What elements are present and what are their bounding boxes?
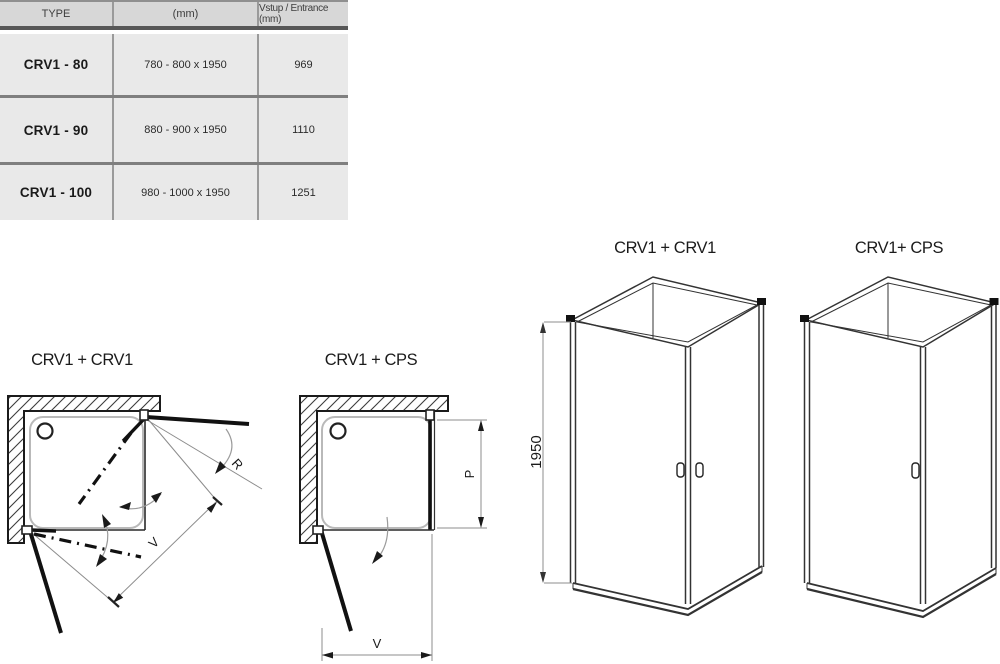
dimension-tick bbox=[107, 596, 120, 608]
row-entrance: 1110 bbox=[292, 124, 315, 136]
door-handle bbox=[695, 462, 704, 478]
arrowhead bbox=[421, 652, 432, 659]
iso2-title: CRV1+ CPS bbox=[855, 239, 944, 257]
v-label: V bbox=[145, 534, 162, 551]
door-mid-position bbox=[33, 532, 142, 559]
p-label: P bbox=[462, 470, 477, 479]
v-label: V bbox=[373, 636, 382, 651]
arrowhead bbox=[215, 461, 226, 474]
profile-cap bbox=[757, 298, 766, 305]
arrowhead bbox=[322, 652, 333, 659]
table-row: CRV1 - 100 980 - 1000 x 1950 1251 bbox=[0, 162, 348, 220]
profile-cap bbox=[566, 315, 575, 322]
arrowhead bbox=[119, 502, 131, 510]
header-entrance: Vstup / Entrance (mm) bbox=[259, 3, 329, 25]
row-dimensions: 780 - 800 x 1950 bbox=[114, 34, 259, 95]
top-rim-inner bbox=[575, 282, 759, 343]
radial-line bbox=[146, 417, 218, 502]
door-open-position bbox=[28, 530, 63, 634]
top-rim-inner bbox=[809, 282, 993, 343]
size-table: TYPE (mm) Vstup / Entrance (mm) CRV1 - 8… bbox=[0, 0, 348, 220]
shower-tray bbox=[29, 416, 144, 529]
dimension-tick bbox=[212, 496, 223, 506]
v-dimension-line bbox=[112, 500, 218, 603]
top-rim-outer bbox=[803, 276, 998, 348]
hinge bbox=[425, 409, 435, 421]
row-entrance: 969 bbox=[294, 58, 313, 71]
table-row: CRV1 - 80 780 - 800 x 1950 969 bbox=[0, 34, 348, 95]
arrowhead bbox=[540, 572, 546, 583]
tray-edge bbox=[806, 567, 997, 612]
door-mid-position bbox=[77, 432, 133, 505]
table-row: CRV1 - 90 880 - 900 x 1950 1110 bbox=[0, 95, 348, 162]
arrowhead bbox=[151, 492, 162, 503]
radial-line bbox=[30, 531, 114, 603]
height-label: 1950 bbox=[528, 435, 545, 468]
top-rim-outer bbox=[569, 276, 764, 348]
iso-view-crv1-crv1: CRV1 + CRV1 1950 bbox=[528, 239, 766, 617]
row-dimensions: 880 - 900 x 1950 bbox=[114, 98, 259, 162]
tray-edge bbox=[572, 571, 763, 617]
door-open-position bbox=[145, 415, 250, 426]
row-dimensions: 980 - 1000 x 1950 bbox=[114, 165, 259, 220]
arrowhead bbox=[372, 551, 383, 564]
row-entrance: 1251 bbox=[291, 186, 316, 199]
iso1-title: CRV1 + CRV1 bbox=[614, 239, 716, 257]
hinge bbox=[312, 525, 324, 535]
hinge bbox=[21, 525, 33, 535]
tray-edge bbox=[572, 565, 763, 610]
arrowhead bbox=[206, 502, 217, 513]
tray-edge bbox=[806, 573, 997, 619]
arrowhead bbox=[478, 420, 484, 431]
iso-view-crv1-cps: CRV1+ CPS bbox=[800, 239, 999, 619]
radial-line bbox=[146, 419, 263, 490]
plan1-title: CRV1 + CRV1 bbox=[31, 351, 133, 369]
hinge bbox=[139, 409, 149, 421]
profile-cap bbox=[989, 298, 999, 305]
row-type: CRV1 - 100 bbox=[0, 165, 114, 220]
plan2-title: CRV1 + CPS bbox=[325, 351, 418, 369]
drain-circle bbox=[329, 422, 347, 440]
door-handle bbox=[911, 462, 920, 479]
row-type: CRV1 - 80 bbox=[0, 34, 114, 95]
arrowhead bbox=[478, 517, 484, 528]
row-type: CRV1 - 90 bbox=[0, 98, 114, 162]
plan-view-crv1-cps: CRV1 + CPS P V bbox=[299, 351, 487, 661]
arrowhead bbox=[540, 322, 546, 333]
profile-cap bbox=[800, 315, 809, 322]
arrowhead bbox=[113, 593, 124, 603]
door-handle bbox=[676, 462, 685, 478]
door-swing-stub bbox=[30, 528, 57, 533]
arrowhead bbox=[96, 554, 107, 567]
size-table-header-row: TYPE (mm) Vstup / Entrance (mm) bbox=[0, 0, 348, 30]
header-mm: (mm) bbox=[114, 2, 259, 26]
header-type: TYPE bbox=[0, 2, 114, 26]
drain-circle bbox=[36, 422, 54, 440]
door-open-position bbox=[319, 529, 353, 632]
arrowhead bbox=[102, 514, 111, 528]
plan-view-crv1-crv1: CRV1 + CRV1 R bbox=[7, 351, 263, 634]
